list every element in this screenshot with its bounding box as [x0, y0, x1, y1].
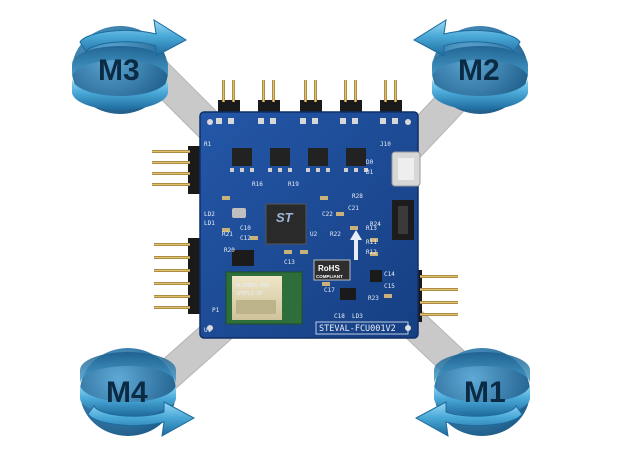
top-pin-headers: [218, 80, 402, 114]
silk-label: R23: [368, 295, 379, 302]
module-text-2: SPBTLE-RF: [236, 291, 263, 297]
pin-header: [152, 146, 204, 194]
silk-label: R16: [252, 181, 263, 188]
m3-rotation-arrow-icon: [79, 19, 187, 57]
motor-label-m3: M3: [98, 54, 140, 87]
connector-label-u1: U1: [204, 327, 212, 334]
rohs-text: RoHS: [318, 264, 340, 273]
pin-header: [380, 80, 402, 114]
pin-header: [258, 80, 280, 114]
silk-label: R20: [224, 247, 235, 254]
silk-label: R1: [204, 141, 212, 148]
m1-rotation-arrow-icon: [414, 401, 523, 437]
orientation-arrow-icon: [350, 230, 362, 260]
silk-label: R24: [370, 221, 381, 228]
m4-rotation-arrow-icon: [87, 401, 196, 437]
silk-label: D0: [366, 159, 374, 166]
battery-connector-label: P1: [212, 307, 220, 314]
motor-m2: M2: [413, 19, 528, 114]
silk-label: C21: [348, 205, 359, 212]
silk-label: R22: [330, 231, 341, 238]
pin-header: [218, 80, 240, 114]
silkscreen-labels: R1 LD2 LD1 R21 C10 C12 U2 R22 R28 R20 R1…: [204, 141, 395, 320]
motor-label-m4: M4: [106, 376, 148, 409]
motor-label-m1: M1: [464, 376, 506, 409]
pin-header: [300, 80, 322, 114]
silk-label: C12: [240, 235, 251, 242]
ble-module: BLUENRG-M0A SPBTLE-RF: [225, 271, 303, 325]
motor-m3: M3: [72, 19, 187, 114]
st-logo: ST: [276, 210, 294, 225]
silk-label: R12: [366, 249, 377, 256]
silk-label: C15: [384, 283, 395, 290]
silk-label: LD3: [352, 313, 363, 320]
silk-label: R19: [288, 181, 299, 188]
silk-label: R11: [366, 239, 377, 246]
silk-label: C18: [334, 313, 345, 320]
silk-label: J10: [380, 141, 391, 148]
pin-header: [340, 80, 362, 114]
rohs-compliant-text: COMPLIANT: [316, 274, 343, 279]
motor-m1: M1: [414, 348, 530, 437]
silk-label: R13: [366, 225, 377, 232]
silk-label: C10: [240, 225, 251, 232]
silk-label: D1: [366, 169, 374, 176]
silk-label: LD1: [204, 220, 215, 227]
flight-controller-board: ST RoHS COMPLIANT: [199, 111, 421, 339]
silk-label: C13: [284, 259, 295, 266]
silk-label: LD2: [204, 211, 215, 218]
silk-label: R21: [222, 231, 233, 238]
silk-label: C22: [322, 211, 333, 218]
silk-label: R28: [352, 193, 363, 200]
m2-rotation-arrow-icon: [413, 19, 521, 57]
motor-label-m2: M2: [458, 54, 500, 87]
silk-label: C14: [384, 271, 395, 278]
board-name: STEVAL-FCU001V2: [319, 324, 396, 334]
silk-label: U2: [310, 231, 318, 238]
silk-label: C17: [324, 287, 335, 294]
motor-m4: M4: [80, 348, 196, 437]
module-text-1: BLUENRG-M0A: [236, 283, 269, 289]
